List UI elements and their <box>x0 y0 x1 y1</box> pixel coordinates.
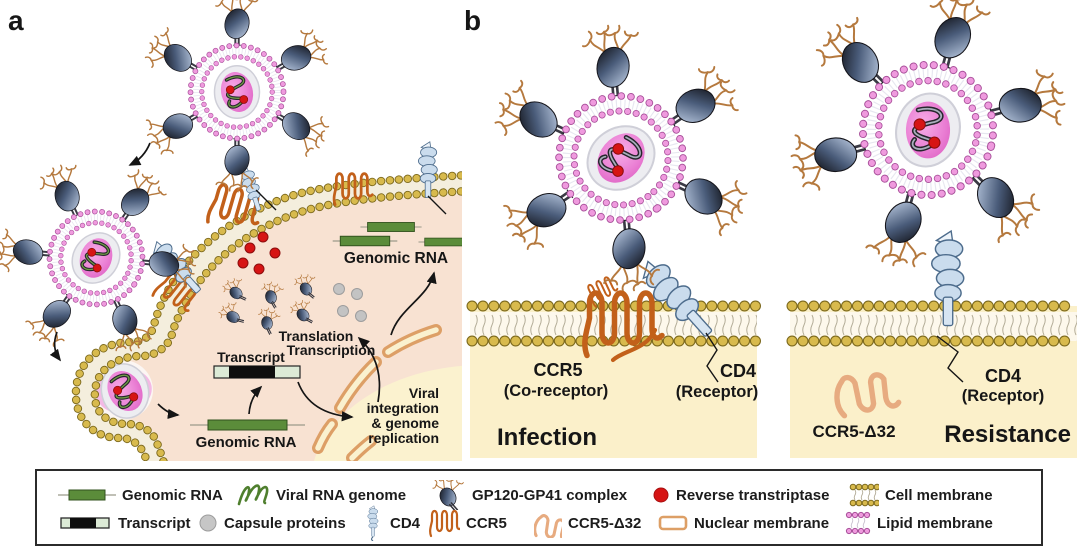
legend-label: Lipid membrane <box>877 514 993 532</box>
panel-b-pointers <box>705 332 964 383</box>
legend-item: Nuclear membrane <box>658 509 829 537</box>
legend-item: Reverse transtriptase <box>652 481 829 509</box>
legend-item: CCR5-Δ32 <box>534 509 642 538</box>
legend-label: Capsule proteins <box>224 514 346 532</box>
legend-item: Viral RNA genome <box>236 481 406 509</box>
legend-box <box>35 469 1043 546</box>
cd4-receptor-sublabel-right: (Receptor) <box>962 387 1045 405</box>
genomic-rna-bottom-label: Genomic RNA <box>196 434 297 451</box>
translation-label: Translation <box>279 328 354 344</box>
genomic-rna-bar-bottom <box>190 419 305 431</box>
resistance-label: Resistance <box>944 421 1071 448</box>
transcription-label: Transcription <box>287 342 376 358</box>
virus-particle <box>756 0 1080 304</box>
legend-item: Cell membrane <box>849 481 993 509</box>
capsule-protein-dots <box>333 283 367 322</box>
nuclear-membrane-segments <box>312 324 442 461</box>
legend-item: Genomic RNA <box>58 481 223 509</box>
virus-particle <box>137 0 337 194</box>
legend-label: CCR5 <box>466 514 507 532</box>
legend-label: Viral RNA genome <box>276 486 407 504</box>
panel-b-right-cell <box>786 300 1080 458</box>
nuclear-membrane-icon <box>658 515 688 531</box>
legend-label: Nuclear membrane <box>694 514 830 532</box>
nucleus <box>313 365 462 461</box>
ccr5-coreceptor-sublabel: (Co-receptor) <box>504 382 609 400</box>
ccr5-delta32-label: CCR5-Δ32 <box>812 422 895 441</box>
lipid-membrane-icon <box>845 511 871 535</box>
svg-text:replication: replication <box>368 430 439 446</box>
ccr5-icon <box>429 509 460 538</box>
legend-label: CCR5-Δ32 <box>568 514 642 532</box>
legend-label: Transcript <box>118 514 191 532</box>
cd4-receptor-label-left: CD4 <box>720 361 756 381</box>
legend-item: CD4 <box>362 505 421 541</box>
legend-label: Cell membrane <box>885 486 993 504</box>
genomic-rna-top-label: Genomic RNA <box>344 250 448 267</box>
legend-label: Genomic RNA <box>122 486 223 504</box>
legend-item: Capsule proteins <box>198 509 346 537</box>
legend-label: Reverse transtriptase <box>676 486 830 504</box>
cell-a-cytoplasm <box>84 183 462 461</box>
legend-item: GP120-GP41 complex <box>430 481 627 509</box>
viral-integration-label: Viral integration & genome replication <box>367 385 440 446</box>
reverse-transcriptase-dots <box>237 231 281 275</box>
legend-label: CD4 <box>390 514 421 532</box>
legend-item: CCR5 <box>424 509 507 538</box>
panel-a-arrows <box>49 142 447 422</box>
genomic-rna-icon <box>58 489 116 501</box>
capsule-proteins-icon <box>199 514 217 532</box>
infection-label: Infection <box>497 424 597 451</box>
ccr5-delta32-icon <box>534 514 562 538</box>
reverse-transcriptase-icon <box>653 487 669 503</box>
transcript-label: Transcript <box>217 349 285 365</box>
ccr5-coreceptor-label: CCR5 <box>533 360 582 380</box>
cd4-receptor-sublabel-left: (Receptor) <box>676 383 759 401</box>
cd4-icon <box>367 505 379 541</box>
transcript-icon <box>60 517 110 529</box>
transcript-bar <box>213 365 301 379</box>
panel-a-letter: a <box>8 5 24 36</box>
ccr5-tail <box>610 327 658 363</box>
panel-a-cell <box>71 141 462 461</box>
svg-text:& genome: & genome <box>371 415 439 431</box>
panel-b-letter: b <box>464 5 481 36</box>
svg-text:Viral: Viral <box>409 385 439 401</box>
cell-membrane-icon <box>849 483 879 507</box>
svg-text:integration: integration <box>367 400 439 416</box>
legend-label: GP120-GP41 complex <box>472 486 628 504</box>
cd4-receptor-label-right: CD4 <box>985 366 1021 386</box>
legend-item: Lipid membrane <box>845 509 993 537</box>
legend-item: Transcript <box>60 509 191 537</box>
viral-rna-genome-icon <box>237 484 269 506</box>
